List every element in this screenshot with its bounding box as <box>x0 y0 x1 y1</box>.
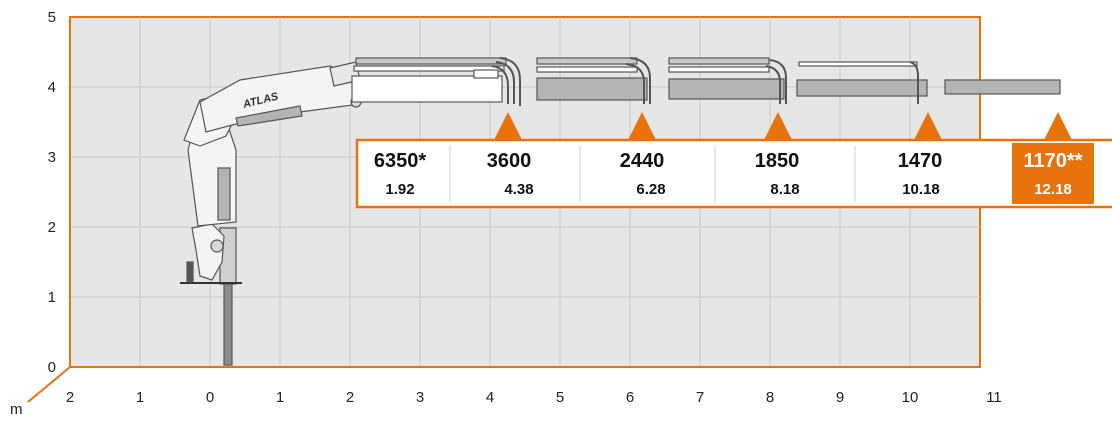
extension-housing <box>351 75 503 103</box>
y-tick: 5 <box>48 9 56 26</box>
extension-2-rail <box>536 57 638 65</box>
capacity-table-box <box>355 138 1112 209</box>
capacity-highlight-cell <box>1012 143 1094 204</box>
capacity-load: 1470 <box>898 150 943 172</box>
capacity-load: 3600 <box>487 150 532 172</box>
capacity-marker <box>764 112 792 140</box>
x-tick: 4 <box>486 389 494 406</box>
extension-3-rail <box>668 57 770 65</box>
capacity-radius: 4.38 <box>504 181 533 198</box>
capacity-table: 6350* 1.92 3600 4.38 2440 6.28 1850 8.18… <box>355 138 1112 209</box>
extension-1-rail <box>353 65 505 72</box>
extension-4-hose <box>909 61 919 104</box>
extension-2-hose <box>629 57 651 104</box>
crane-drawing: ATLAS <box>180 57 1061 366</box>
extension-1-hose <box>495 61 515 104</box>
capacity-markers <box>494 112 1072 140</box>
x-tick: 5 <box>556 389 564 406</box>
y-tick: 4 <box>48 79 56 96</box>
y-tick: 3 <box>48 149 56 166</box>
x-tick: 0 <box>206 389 214 406</box>
extension-1-rail <box>355 57 507 65</box>
crane-base <box>191 223 225 281</box>
capacity-marker <box>1044 112 1072 140</box>
slew-pin <box>210 239 224 253</box>
x-tick: 8 <box>766 389 774 406</box>
extension-2-rail <box>536 66 638 73</box>
capacity-radius: 8.18 <box>770 181 799 198</box>
x-tick: 10 <box>902 389 919 406</box>
y-tick: 0 <box>48 359 56 376</box>
y-tick: 2 <box>48 219 56 236</box>
extension-5-boom <box>944 79 1061 95</box>
x-tick: 7 <box>696 389 704 406</box>
capacity-radius: 1.92 <box>385 181 414 198</box>
capacity-dividers <box>449 146 856 202</box>
base-flange <box>186 261 194 283</box>
crane-column <box>223 281 233 366</box>
y-ticks: 0 1 2 3 4 5 <box>48 9 56 376</box>
capacity-load: 2440 <box>620 150 665 172</box>
capacity-radius: 6.28 <box>636 181 665 198</box>
extension-3-hose <box>769 59 787 104</box>
extension-2-boom <box>536 77 648 101</box>
x-tick: 6 <box>626 389 634 406</box>
capacity-marker <box>628 112 656 140</box>
x-tick: 11 <box>986 389 1002 406</box>
extension-4-boom <box>796 79 928 97</box>
extension-4-rail <box>798 61 918 67</box>
x-ticks: 2 1 0 1 2 3 4 5 6 7 8 9 10 11 m <box>10 389 1002 418</box>
x-axis-unit: m <box>10 401 23 416</box>
capacity-load: 1850 <box>755 150 800 172</box>
extension-2-hose <box>625 63 645 104</box>
extension-3-boom <box>668 78 785 100</box>
y-tick: 1 <box>48 289 56 306</box>
capacity-marker <box>914 112 942 140</box>
extension-1-clamp <box>473 69 499 79</box>
axis-corner-diagonal <box>27 366 71 403</box>
capacity-load: 6350* <box>374 150 426 172</box>
x-tick: 2 <box>346 389 354 406</box>
capacity-load: 1170** <box>1024 150 1083 172</box>
capacity-marker <box>494 112 522 140</box>
x-tick: 2 <box>66 389 74 406</box>
capacity-radius: 12.18 <box>1034 181 1072 198</box>
x-tick: 1 <box>136 389 144 406</box>
capacity-radius: 10.18 <box>902 181 940 198</box>
inner-boom-cylinder <box>217 167 231 221</box>
extension-1-hose <box>499 57 521 106</box>
extension-3-rail <box>668 66 770 73</box>
x-tick: 9 <box>836 389 844 406</box>
x-tick: 1 <box>276 389 284 406</box>
outer-boom-cylinder <box>235 105 303 127</box>
x-tick: 3 <box>416 389 424 406</box>
extension-1-hose <box>491 65 509 104</box>
extension-3-hose <box>765 65 781 104</box>
